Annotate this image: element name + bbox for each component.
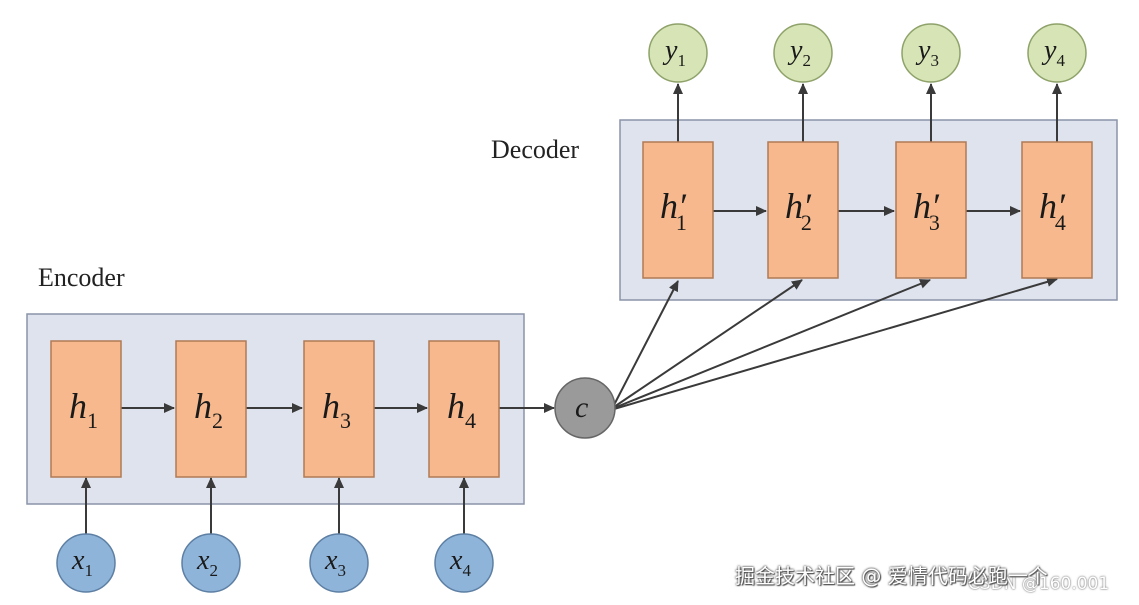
- input-label: x1: [71, 545, 93, 580]
- decoder-output-arrows: [673, 83, 1062, 142]
- encoder-cell-labels: h1 h2 h3 h4: [69, 386, 476, 433]
- output-node: [773, 23, 833, 83]
- output-label: y4: [1041, 35, 1065, 70]
- decoder-output-nodes: y1 y2 y3 y4: [648, 23, 1087, 83]
- encoder-hidden-label: h3: [322, 386, 351, 433]
- encoder-hidden-label: h2: [194, 386, 223, 433]
- decoder-cell: [1021, 141, 1093, 279]
- decoder-cells: [642, 141, 1093, 279]
- decoder-cell: [767, 141, 839, 279]
- output-node: [901, 23, 961, 83]
- input-node: [434, 533, 494, 593]
- encoder-label: Encoder: [38, 263, 125, 292]
- context-arrows: [613, 277, 1058, 410]
- decoder-hidden-label: h′1: [660, 186, 687, 235]
- encoder-hidden-label: h1: [69, 386, 98, 433]
- output-label: y1: [662, 35, 686, 70]
- decoder-hidden-label: h′2: [785, 186, 812, 235]
- output-label: y2: [787, 35, 811, 70]
- input-node: [56, 533, 116, 593]
- input-label: x3: [324, 545, 346, 580]
- input-label: x2: [196, 545, 218, 580]
- context-label: c: [575, 391, 588, 424]
- output-node: [1027, 23, 1087, 83]
- decoder-cell: [642, 141, 714, 279]
- decoder-hidden-label: h′3: [913, 186, 940, 235]
- encoder-input-arrows: [81, 477, 469, 534]
- encoder-cell: [428, 340, 500, 478]
- encoder-cells: [50, 340, 500, 478]
- input-node: [181, 533, 241, 593]
- input-label: x4: [449, 545, 471, 580]
- decoder-hidden-label: h′4: [1039, 186, 1066, 235]
- decoder-label: Decoder: [491, 135, 579, 164]
- decoder-cell-labels: h′1 h′2 h′3 h′4: [660, 186, 1066, 235]
- encoder-cell: [303, 340, 375, 478]
- decoder-cell: [895, 141, 967, 279]
- encoder-hidden-label: h4: [447, 386, 476, 433]
- output-label: y3: [915, 35, 939, 70]
- input-node: [309, 533, 369, 593]
- watermark-secondary: CSDN @160.001: [968, 574, 1110, 594]
- watermark-main: 掘金技术社区 @ 爱情代码必跑一个: [735, 564, 1048, 588]
- encoder-cell: [50, 340, 122, 478]
- encoder-cell: [175, 340, 247, 478]
- encoder-input-nodes: x1 x2 x3 x4: [56, 533, 494, 593]
- output-node: [648, 23, 708, 83]
- context-node: [554, 377, 616, 439]
